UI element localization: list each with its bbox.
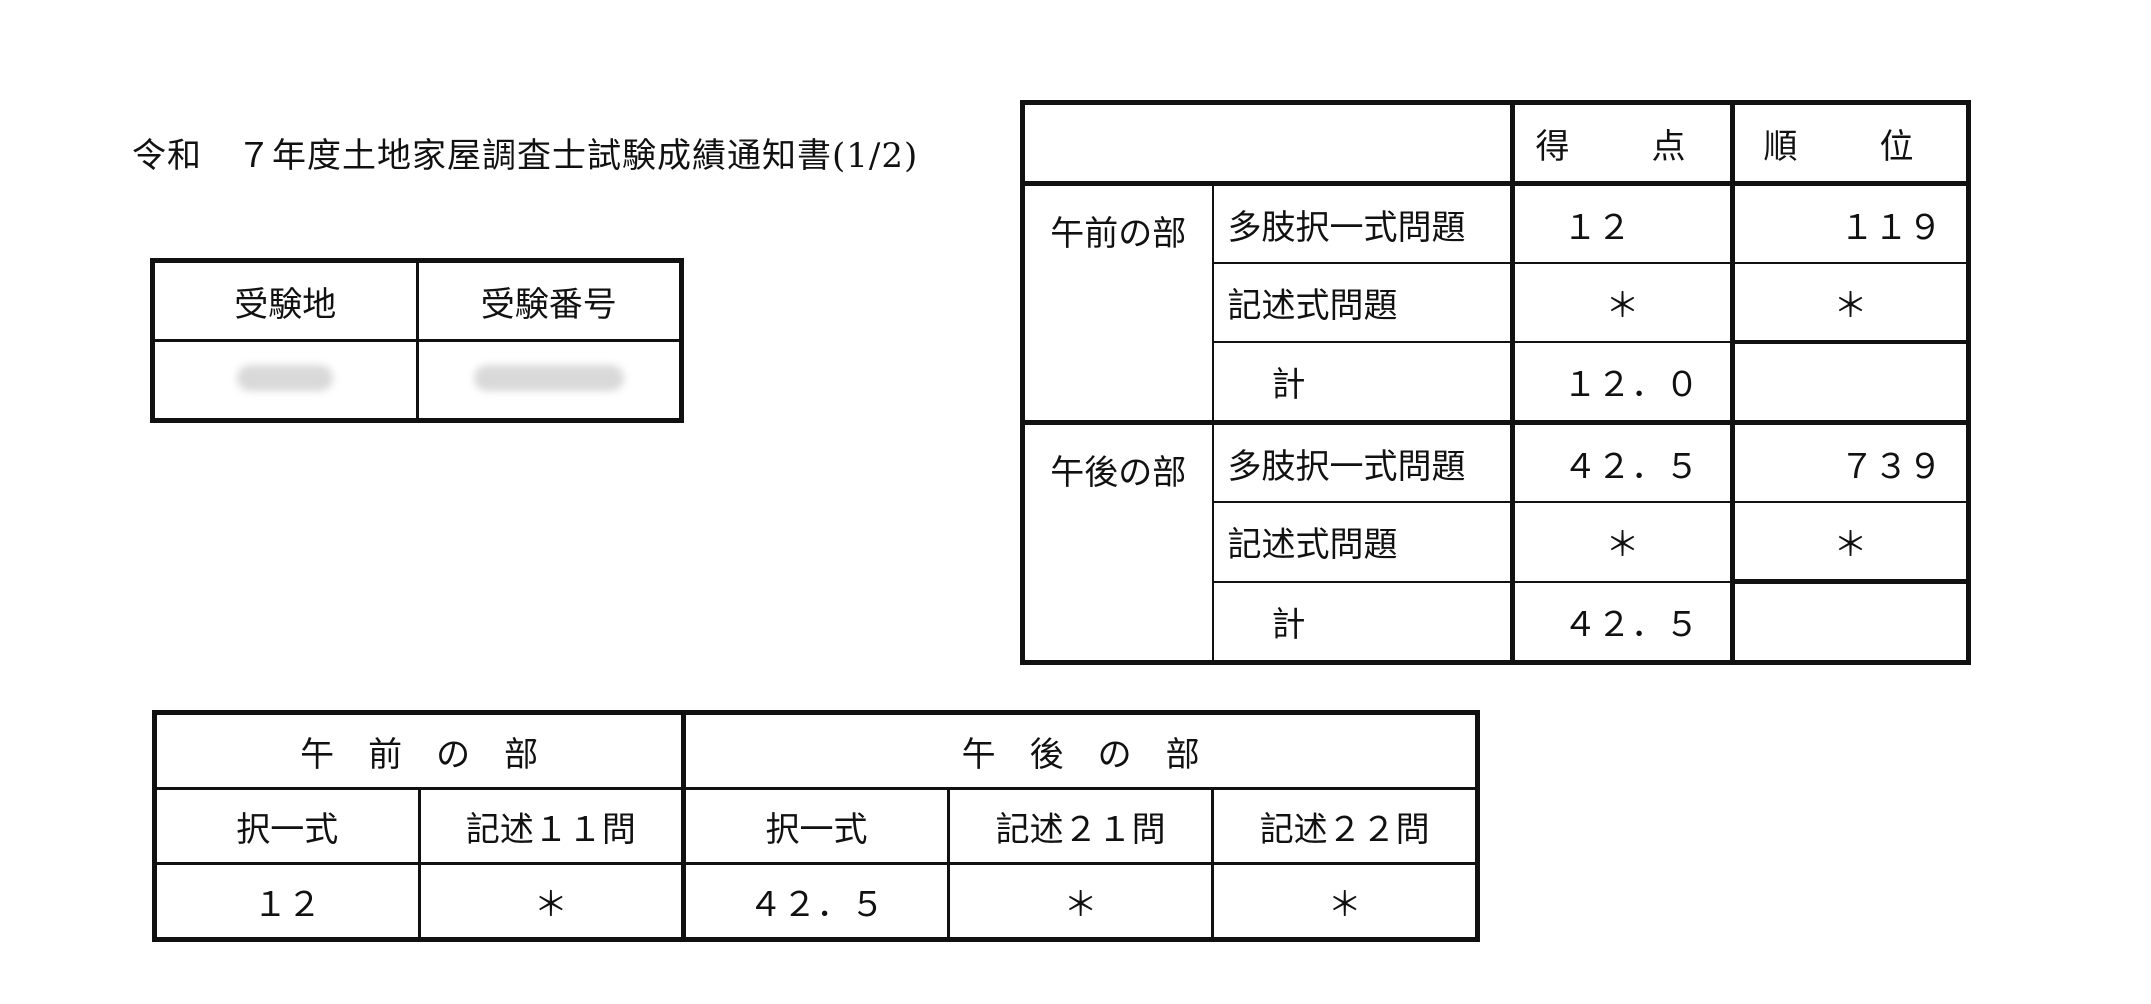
- exam-number-value-redacted: [415, 339, 683, 422]
- morning-desc-score: ＊: [1510, 262, 1734, 343]
- breakdown-val-morning-mc: １２: [153, 862, 421, 941]
- exam-site-value-redacted: [151, 339, 419, 422]
- afternoon-section-label: 午後の部: [1021, 420, 1214, 664]
- breakdown-col-morning-desc-11: 記述１１問: [417, 787, 686, 865]
- afternoon-desc-rank: ＊: [1730, 501, 1971, 584]
- breakdown-val-afternoon-desc-22: ＊: [1211, 862, 1479, 941]
- afternoon-total-empty: [1732, 581, 1969, 663]
- score-header: 得 点: [1510, 101, 1734, 185]
- breakdown-table: 午 前 の 部 午 後 の 部 択一式 記述１１問 択一式 記述２１問 記述２２…: [152, 710, 1480, 942]
- breakdown-col-afternoon-desc-22: 記述２２問: [1211, 787, 1479, 865]
- exam-number-header: 受験番号: [415, 259, 683, 342]
- breakdown-val-afternoon-mc: ４２．５: [681, 862, 950, 941]
- breakdown-col-afternoon-desc-21: 記述２１問: [946, 787, 1215, 865]
- examinee-info-table: 受験地 受験番号: [150, 258, 684, 423]
- morning-desc-label: 記述式問題: [1211, 262, 1514, 343]
- afternoon-mc-label: 多肢択一式問題: [1211, 420, 1514, 503]
- breakdown-val-afternoon-desc-21: ＊: [946, 862, 1215, 941]
- afternoon-desc-label: 記述式問題: [1211, 501, 1514, 583]
- morning-total-score: １２．０: [1510, 341, 1735, 424]
- morning-mc-rank: １１９: [1730, 181, 1970, 264]
- score-table: 得 点 順 位 午前の部 多肢択一式問題 １２ １１９ 記述式問題 ＊ ＊ 計 …: [1020, 100, 1971, 665]
- redaction-mark: [473, 365, 624, 391]
- breakdown-col-afternoon-mc: 択一式: [681, 787, 950, 865]
- morning-mc-label: 多肢択一式問題: [1211, 181, 1514, 264]
- morning-desc-rank: ＊: [1730, 262, 1970, 343]
- exam-site-header: 受験地: [151, 259, 419, 342]
- breakdown-col-morning-mc: 択一式: [153, 787, 421, 865]
- morning-total-empty: [1732, 340, 1969, 423]
- breakdown-afternoon-header: 午 後 の 部: [681, 711, 1479, 790]
- redaction-mark: [237, 365, 334, 391]
- morning-section-label: 午前の部: [1021, 181, 1214, 424]
- afternoon-mc-rank: ７３９: [1730, 420, 1971, 503]
- afternoon-total-score: ４２．５: [1510, 580, 1735, 665]
- morning-mc-score: １２: [1510, 181, 1734, 264]
- score-table-corner: [1021, 101, 1514, 185]
- afternoon-desc-score: ＊: [1510, 501, 1734, 583]
- document-title: 令和 ７年度土地家屋調査士試験成績通知書(1/2): [132, 136, 919, 176]
- breakdown-morning-header: 午 前 の 部: [152, 711, 686, 790]
- afternoon-total-label: 計: [1211, 580, 1514, 665]
- rank-header: 順 位: [1730, 101, 1970, 185]
- breakdown-val-morning-desc-11: ＊: [417, 862, 686, 941]
- morning-total-label: 計: [1211, 341, 1514, 424]
- afternoon-mc-score: ４２．５: [1510, 420, 1734, 503]
